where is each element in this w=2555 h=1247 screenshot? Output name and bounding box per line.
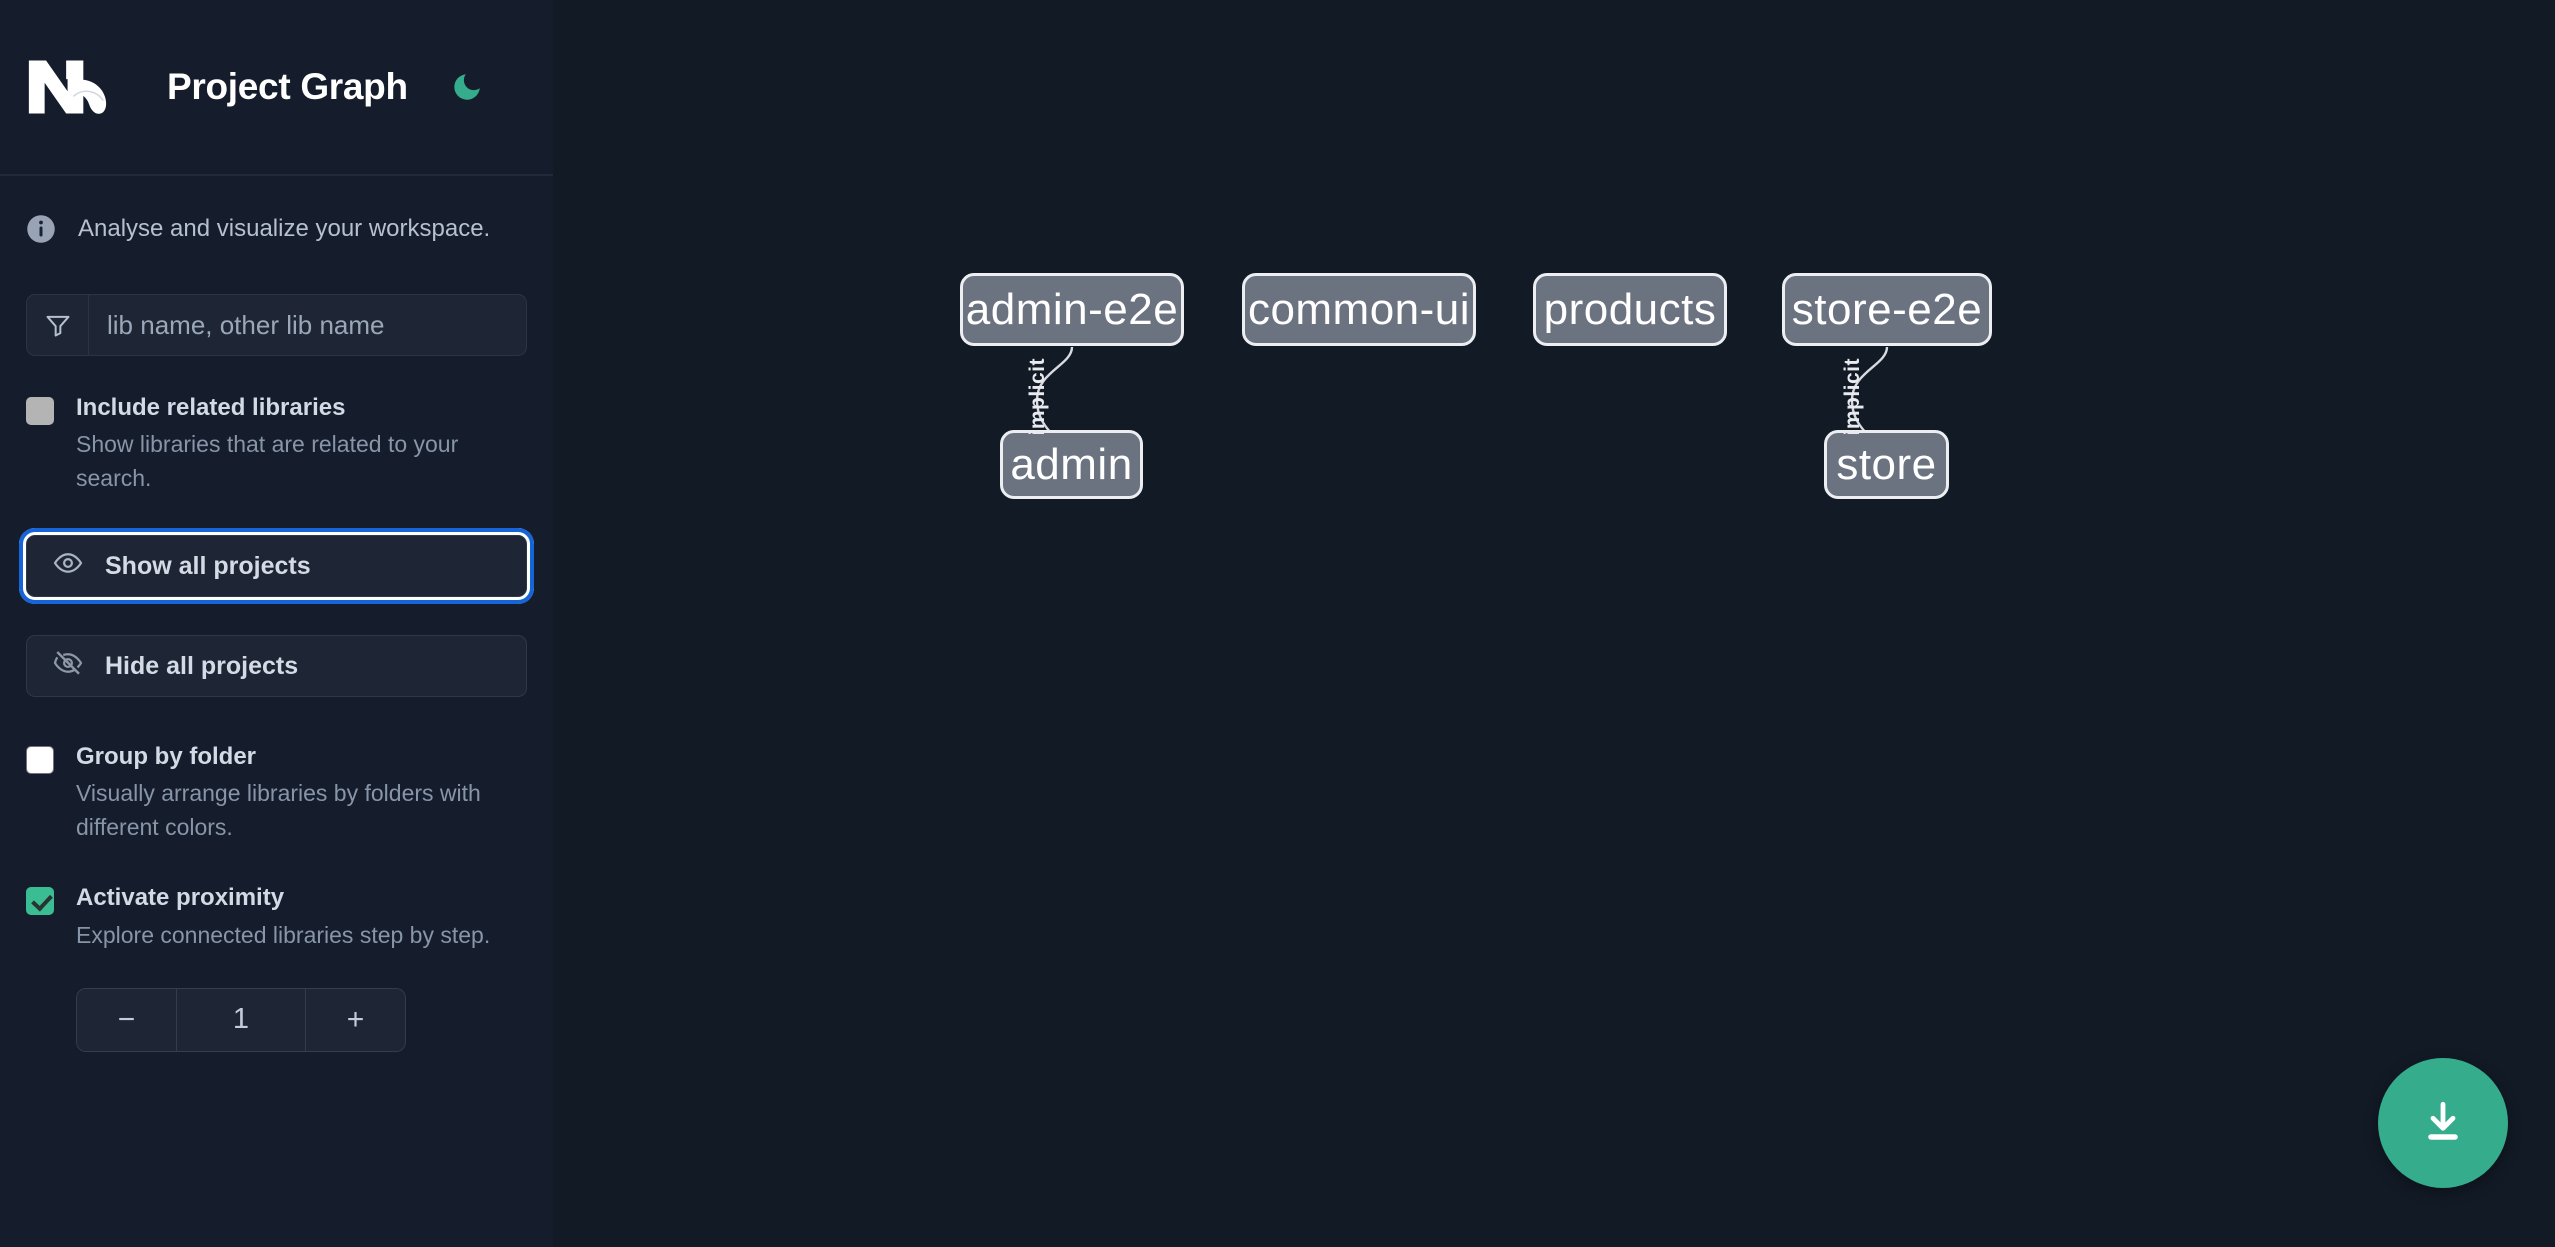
node-label: admin [1010, 439, 1133, 489]
moon-icon[interactable] [444, 64, 490, 110]
show-all-projects-button[interactable]: Show all projects [19, 528, 534, 605]
option-title: Group by folder [76, 743, 256, 771]
activate-proximity-checkbox[interactable] [26, 887, 54, 916]
workspace-info: Analyse and visualize your workspace. [26, 176, 527, 280]
node-label: store [1836, 439, 1937, 489]
graph-edges [1035, 346, 1889, 454]
nx-logo-icon [26, 56, 112, 118]
graph-node-admin-e2e[interactable]: admin-e2e [960, 273, 1184, 346]
include-related-libraries-checkbox[interactable] [26, 397, 54, 425]
option-description: Visually arrange libraries by folders wi… [76, 780, 481, 840]
option-description: Explore connected libraries step by step… [76, 921, 491, 948]
edge-label-admin-implicit: implicit [1026, 358, 1049, 436]
download-icon [2418, 1097, 2468, 1150]
option-title: Activate proximity [76, 884, 285, 912]
option-include-related-libraries[interactable]: Include related libraries Show libraries… [26, 392, 527, 495]
option-title: Include related libraries [76, 394, 346, 421]
node-label: admin-e2e [965, 284, 1179, 334]
group-by-folder-checkbox[interactable] [26, 746, 54, 775]
graph-node-admin[interactable]: admin [1000, 430, 1143, 499]
search-input[interactable] [89, 295, 526, 355]
edge-label-store-implicit: implicit [1841, 358, 1864, 436]
graph-node-store[interactable]: store [1824, 430, 1949, 499]
eye-icon [53, 548, 83, 585]
download-graph-button[interactable] [2378, 1058, 2508, 1188]
proximity-value: 1 [177, 988, 305, 1051]
node-label: common-ui [1247, 284, 1471, 334]
option-description: Show libraries that are related to your … [76, 431, 459, 491]
graph-node-products[interactable]: products [1533, 273, 1727, 346]
proximity-stepper: − 1 + [76, 987, 406, 1052]
graph-canvas[interactable]: admin-e2e common-ui products store-e2e a… [553, 0, 2555, 1247]
show-all-projects-label: Show all projects [105, 551, 311, 580]
graph-node-store-e2e[interactable]: store-e2e [1782, 273, 1992, 346]
sidebar-header: Project Graph [0, 0, 553, 176]
filter-icon [27, 295, 89, 355]
page-title: Project Graph [167, 66, 408, 107]
proximity-decrement-button[interactable]: − [77, 988, 177, 1051]
hide-all-projects-button[interactable]: Hide all projects [26, 635, 527, 698]
filter-box[interactable] [26, 294, 527, 356]
graph-node-common-ui[interactable]: common-ui [1242, 273, 1476, 346]
info-icon [26, 214, 56, 244]
option-activate-proximity[interactable]: Activate proximity Explore connected lib… [26, 882, 527, 1052]
hide-all-projects-label: Hide all projects [105, 651, 299, 680]
option-group-by-folder[interactable]: Group by folder Visually arrange librari… [26, 741, 527, 844]
workspace-info-text: Analyse and visualize your workspace. [78, 215, 491, 242]
node-label: products [1543, 284, 1717, 334]
sidebar: Project Graph Analyse and visualize your… [0, 0, 553, 1247]
eye-off-icon [53, 648, 83, 685]
proximity-increment-button[interactable]: + [305, 988, 405, 1051]
sidebar-body: Analyse and visualize your workspace. In… [0, 176, 553, 1052]
node-label: store-e2e [1791, 284, 1983, 334]
visibility-button-group: Show all projects Hide all projects [19, 528, 534, 698]
